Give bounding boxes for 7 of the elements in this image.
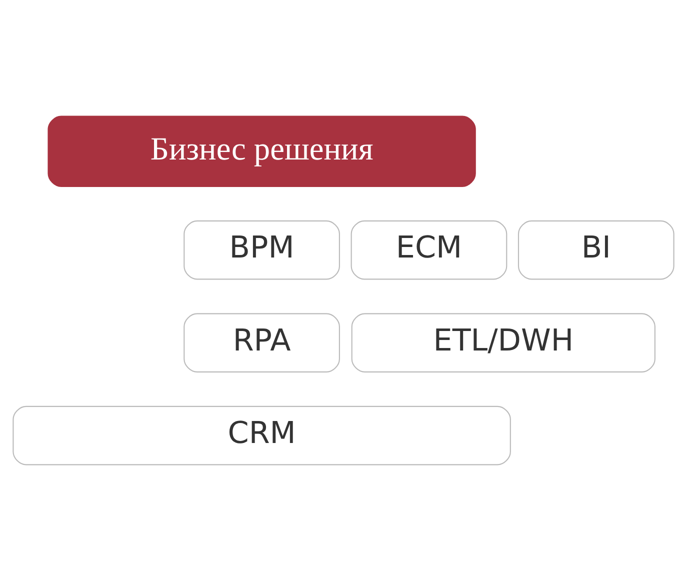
node-box: RPA — [184, 312, 340, 372]
node-box: CRM — [12, 405, 511, 465]
node-box: BI — [518, 220, 674, 280]
node-box: ECM — [350, 220, 508, 280]
node-box: ETL/DWH — [351, 312, 656, 372]
node-box: Бизнес решения — [48, 115, 476, 186]
node-box: BPM — [184, 220, 340, 280]
